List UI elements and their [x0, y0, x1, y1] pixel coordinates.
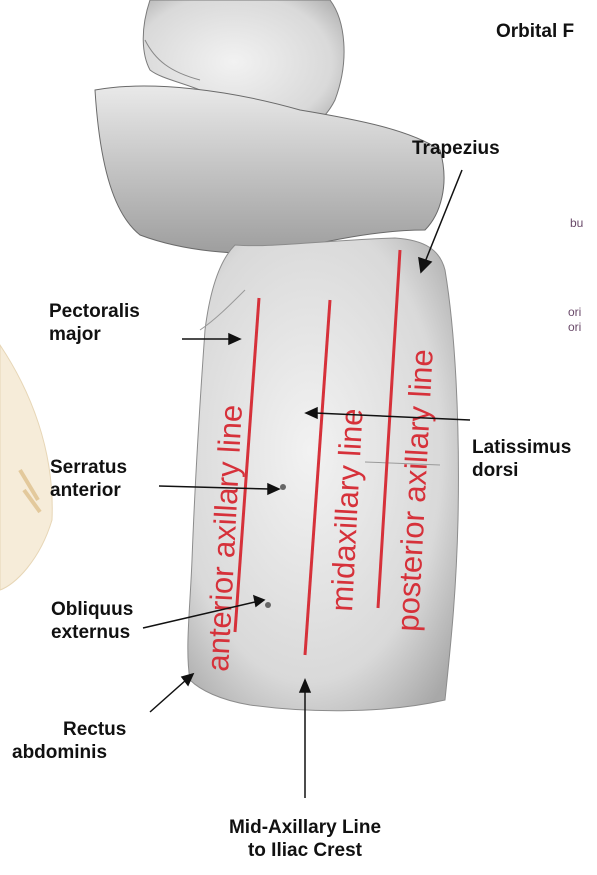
label-pectoralis-major: Pectoralis major — [49, 300, 140, 346]
label-rectus-line2: abdominis — [12, 741, 107, 764]
page-title: Orbital F — [496, 20, 574, 43]
label-serratus-line2: anterior — [50, 479, 127, 502]
label-latissimus-line1: Latissimus — [472, 436, 571, 459]
label-pectoralis-line1: Pectoralis — [49, 300, 140, 323]
label-obliquus-line1: Obliquus — [51, 598, 133, 621]
label-latissimus-dorsi: Latissimus dorsi — [472, 436, 571, 482]
label-pectoralis-line2: major — [49, 323, 140, 346]
cut-text-fragment: ori — [568, 320, 581, 334]
label-obliquus-line2: externus — [51, 621, 133, 644]
cut-text-fragment: ori — [568, 305, 581, 319]
raised-arm — [95, 86, 444, 253]
cut-text-fragment: bu — [570, 216, 583, 230]
label-iliac-line2: to Iliac Crest — [190, 839, 420, 862]
label-trapezius-line: Trapezius — [412, 137, 500, 160]
label-rectus-abdominis-2: abdominis — [12, 741, 107, 764]
label-obliquus-externus: Obliquus externus — [51, 598, 133, 644]
label-iliac-crest: Mid-Axillary Line to Iliac Crest — [190, 816, 420, 862]
label-latissimus-line2: dorsi — [472, 459, 571, 482]
label-rectus-line1: Rectus — [63, 718, 126, 741]
rectus-arrow — [150, 680, 186, 712]
label-rectus-abdominis: Rectus — [63, 718, 126, 741]
hand-fragment — [0, 345, 52, 590]
label-serratus-anterior: Serratus anterior — [50, 456, 127, 502]
label-iliac-line1: Mid-Axillary Line — [190, 816, 420, 839]
label-trapezius: Trapezius — [412, 137, 500, 160]
label-serratus-line1: Serratus — [50, 456, 127, 479]
